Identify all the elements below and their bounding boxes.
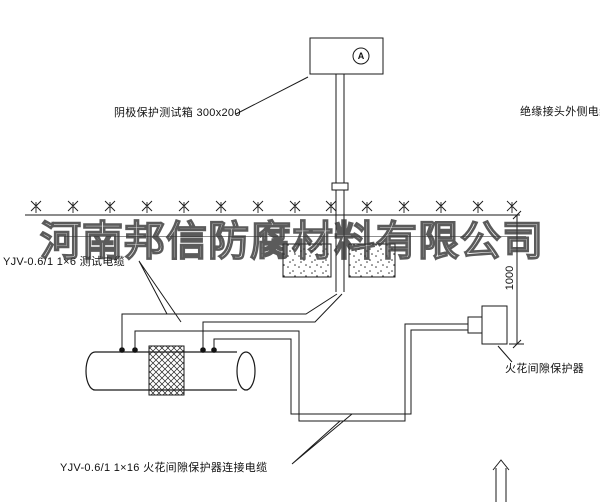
ground-symbols <box>30 200 518 213</box>
leader-lines <box>138 76 513 465</box>
ammeter-label: A <box>357 51 365 61</box>
concrete-blocks <box>282 243 396 278</box>
label-test-box: 阴极保护测试箱 300x200 <box>114 107 241 119</box>
label-insulating-joint-outer-cable: 绝缘接头外侧电缆 <box>520 106 600 118</box>
insulating-joint <box>148 345 185 396</box>
test-box <box>309 37 384 75</box>
spark-gap-cables <box>134 323 468 422</box>
break-symbol <box>492 459 510 502</box>
test-cables <box>121 293 343 350</box>
label-connecting-cable: YJV-0.6/1 1×16 火花间隙保护器连接电缆 <box>60 462 268 474</box>
conduit <box>331 74 349 292</box>
dimension-text: 1000 <box>504 265 516 291</box>
label-spark-gap-protector: 火花间隙保护器 <box>505 363 585 375</box>
label-test-cable: YJV-0.6/1 1×6 测试电缆 <box>3 256 125 268</box>
spark-gap-protector <box>467 305 508 345</box>
